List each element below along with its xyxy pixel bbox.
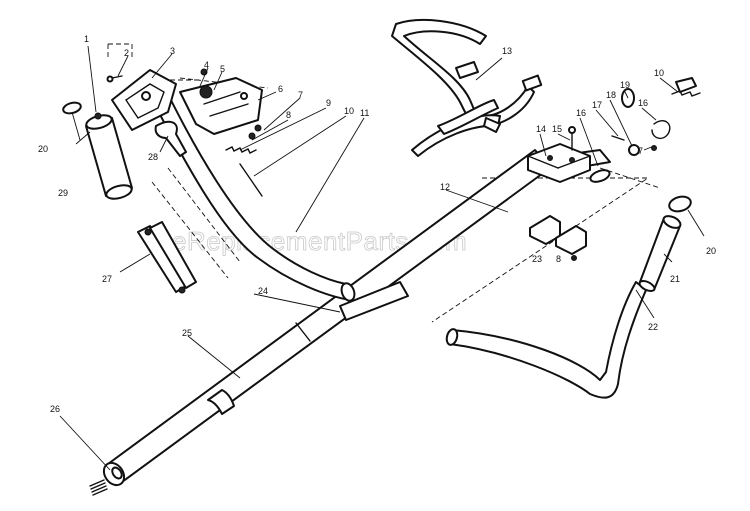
callout-11: 11	[360, 108, 369, 118]
callout-26: 26	[50, 404, 60, 414]
callout-16-right: 16	[638, 98, 648, 108]
throttle-housing	[111, 69, 263, 135]
callout-3: 3	[170, 46, 175, 56]
callout-17: 17	[592, 100, 602, 110]
callout-19: 19	[620, 80, 630, 90]
small-screws	[94, 68, 256, 140]
throttle-trigger	[154, 120, 187, 157]
callout-18: 18	[606, 90, 616, 100]
right-grip-sleeve	[638, 195, 692, 292]
callout-8: 8	[286, 110, 291, 120]
spring-assembly	[225, 146, 263, 197]
callout-13: 13	[502, 46, 512, 56]
callout-24: 24	[258, 286, 268, 296]
callout-14: 14	[536, 124, 546, 134]
callout-4: 4	[204, 60, 209, 70]
callout-9: 9	[326, 98, 331, 108]
leader-lines	[59, 45, 705, 471]
callout-22: 22	[648, 322, 658, 332]
callout-1: 1	[84, 34, 89, 44]
callout-10: 10	[344, 106, 354, 116]
handle-clamp	[527, 126, 591, 261]
lower-bent-handle	[445, 281, 647, 399]
callout-27: 27	[102, 274, 112, 284]
callout-12: 12	[440, 182, 450, 192]
callout-2: 2	[124, 48, 129, 58]
callout-7: 7	[298, 90, 303, 100]
callout-8-right: 8	[556, 254, 561, 264]
callout-5: 5	[220, 64, 225, 74]
callout-25: 25	[182, 328, 192, 338]
callout-15: 15	[552, 124, 562, 134]
callout-20-right: 20	[706, 246, 716, 256]
callout-23: 23	[532, 254, 542, 264]
callout-6: 6	[278, 84, 283, 94]
callout-16: 16	[576, 108, 586, 118]
handle-bracket	[137, 221, 197, 294]
callout-29: 29	[58, 188, 68, 198]
callout-28: 28	[148, 152, 158, 162]
callout-10-right: 10	[654, 68, 664, 78]
callout-labels: 1 2 3 4 5 6 7 8 9 10 11 12 13 14 15 16 1…	[38, 34, 716, 414]
callout-7-right: 7	[638, 146, 643, 156]
right-hardware	[589, 77, 701, 183]
callout-21: 21	[670, 274, 680, 284]
callout-20-left: 20	[38, 144, 48, 154]
harness-strap	[391, 19, 543, 157]
left-grip-sleeve	[62, 101, 133, 200]
main-shaft	[89, 149, 611, 496]
